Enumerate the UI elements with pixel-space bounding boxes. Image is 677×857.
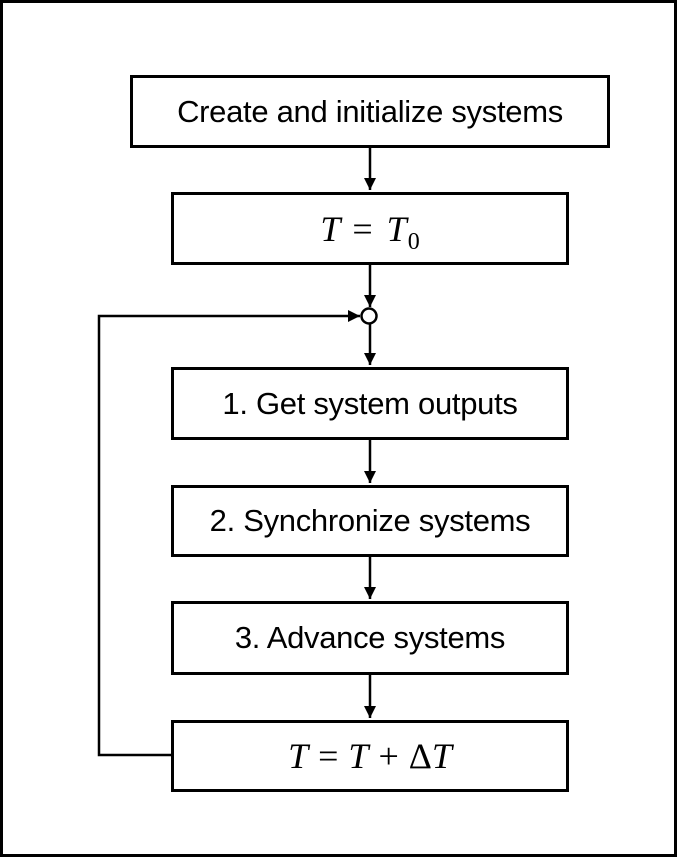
math-expression-t-init: T = T 0 — [320, 208, 419, 255]
math-var-T: T — [431, 736, 452, 776]
math-equals: = — [352, 208, 373, 249]
step-create-initialize-systems: Create and initialize systems — [130, 75, 610, 148]
math-delta: Δ — [408, 736, 432, 776]
math-plus: + — [378, 736, 399, 776]
step-increment-time: T = T + Δ T — [171, 720, 569, 792]
step-set-initial-time: T = T 0 — [171, 192, 569, 265]
math-expression-t-inc: T = T + Δ T — [288, 735, 452, 777]
step-label: 3. Advance systems — [234, 620, 506, 655]
math-var-T: T — [288, 736, 309, 776]
step-label: 2. Synchronize systems — [209, 503, 531, 538]
math-var-T: T — [348, 736, 369, 776]
step-advance-systems: 3. Advance systems — [171, 601, 569, 675]
math-subscript-0: 0 — [407, 228, 420, 255]
math-var-T: T — [386, 208, 407, 249]
step-get-system-outputs: 1. Get system outputs — [171, 367, 569, 440]
step-label: Create and initialize systems — [177, 93, 563, 129]
step-synchronize-systems: 2. Synchronize systems — [171, 485, 569, 557]
math-var-T: T — [320, 208, 341, 249]
step-label: 1. Get system outputs — [222, 385, 518, 421]
junction-circle — [360, 307, 378, 325]
math-equals: = — [318, 736, 339, 776]
